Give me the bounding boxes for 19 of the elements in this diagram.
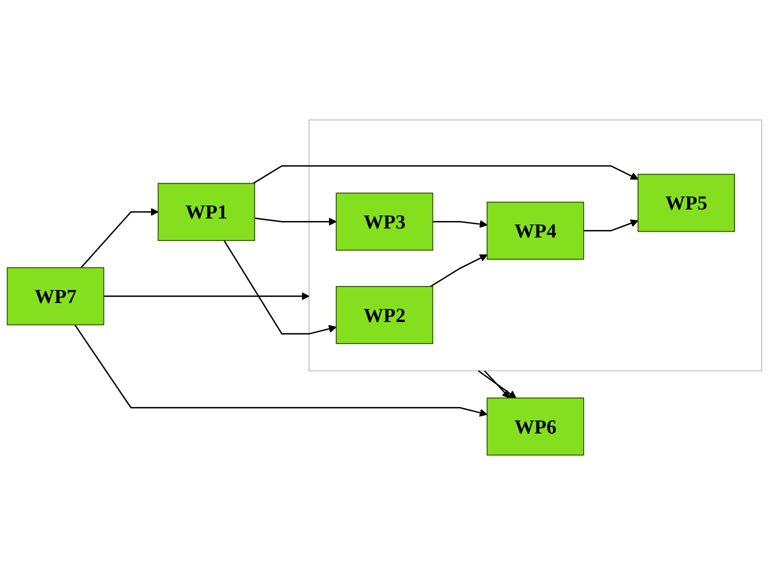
arrow	[104, 292, 310, 300]
arrow	[584, 219, 638, 232]
arrow	[224, 240, 337, 335]
arrow	[478, 370, 516, 398]
node-box: WP1	[158, 182, 256, 241]
arrow	[80, 208, 159, 268]
node-box: WP4	[486, 202, 584, 260]
arrow	[484, 370, 510, 398]
node-box: WP5	[638, 174, 735, 232]
arrow	[74, 324, 488, 417]
arrow	[432, 220, 488, 228]
node-box: WP7	[6, 267, 104, 326]
cluster	[308, 119, 762, 372]
node-box: WP6	[486, 398, 584, 456]
node-box: WP3	[336, 192, 434, 251]
arrow	[430, 254, 488, 288]
arrow	[252, 165, 638, 184]
node-box: WP2	[336, 286, 434, 344]
arrow	[254, 217, 337, 226]
